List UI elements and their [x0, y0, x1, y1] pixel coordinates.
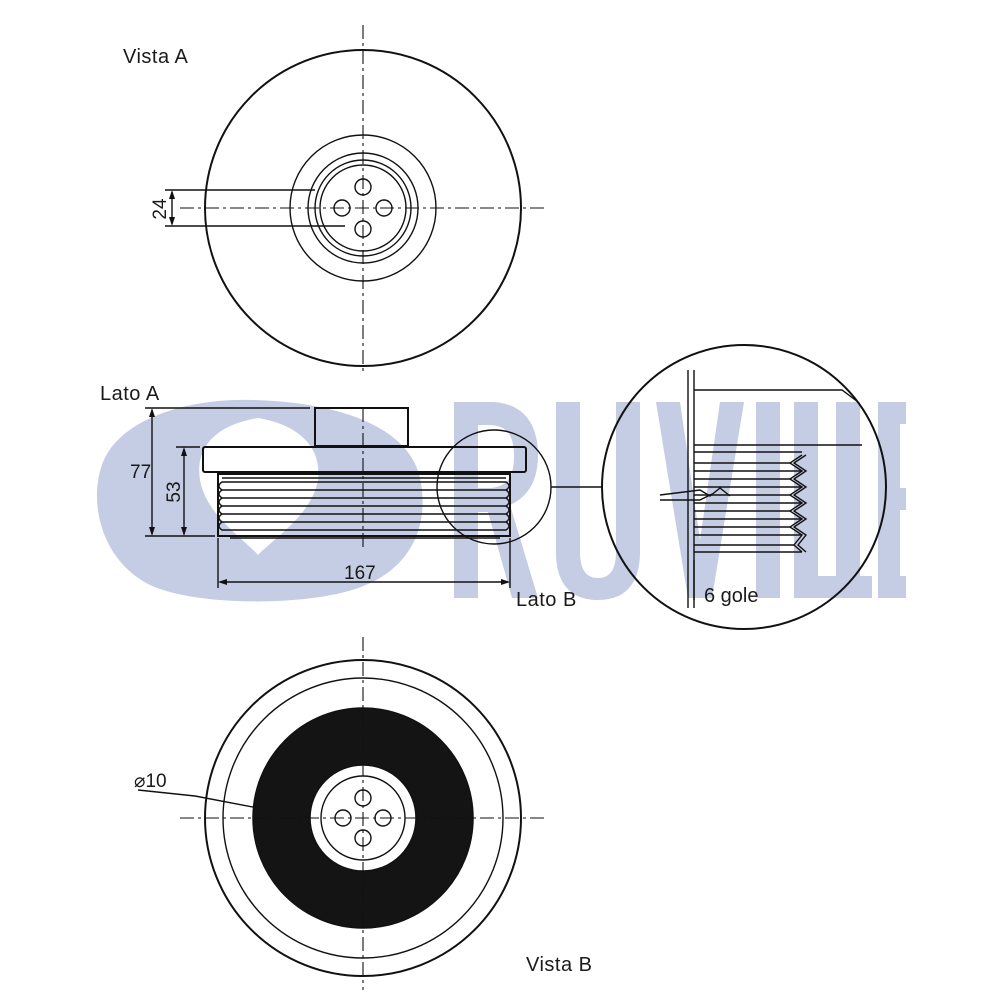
view-b-drawing: ⌀10 Vista B [134, 637, 593, 990]
side-view-pulley-body [217, 473, 511, 537]
view-a-drawing: 24 Vista A [123, 25, 548, 375]
dimension-overall-height: 77 [130, 462, 151, 483]
label-side-b: Lato B [516, 589, 577, 611]
side-view-grooves [218, 477, 510, 531]
dimension-bore-offset: 24 [150, 198, 171, 220]
detail-outline-circle [601, 344, 887, 630]
side-view-flange [202, 446, 527, 473]
label-side-a: Lato A [100, 383, 160, 405]
label-groove-count: 6 gole [704, 585, 759, 607]
dimension-hole-diameter: ⌀10 [134, 771, 167, 792]
hole-diameter-leader [137, 789, 259, 809]
groove-detail-drawing: 6 gole [601, 344, 887, 630]
label-view-a: Vista A [123, 46, 189, 68]
dimension-pulley-height: 53 [164, 481, 185, 502]
ruville-watermark-logo [96, 399, 906, 602]
dimension-diameter: 167 [344, 563, 376, 584]
side-view-drawing: 77 53 167 Lato A Lato B [100, 383, 603, 611]
label-view-b: Vista B [526, 954, 593, 976]
